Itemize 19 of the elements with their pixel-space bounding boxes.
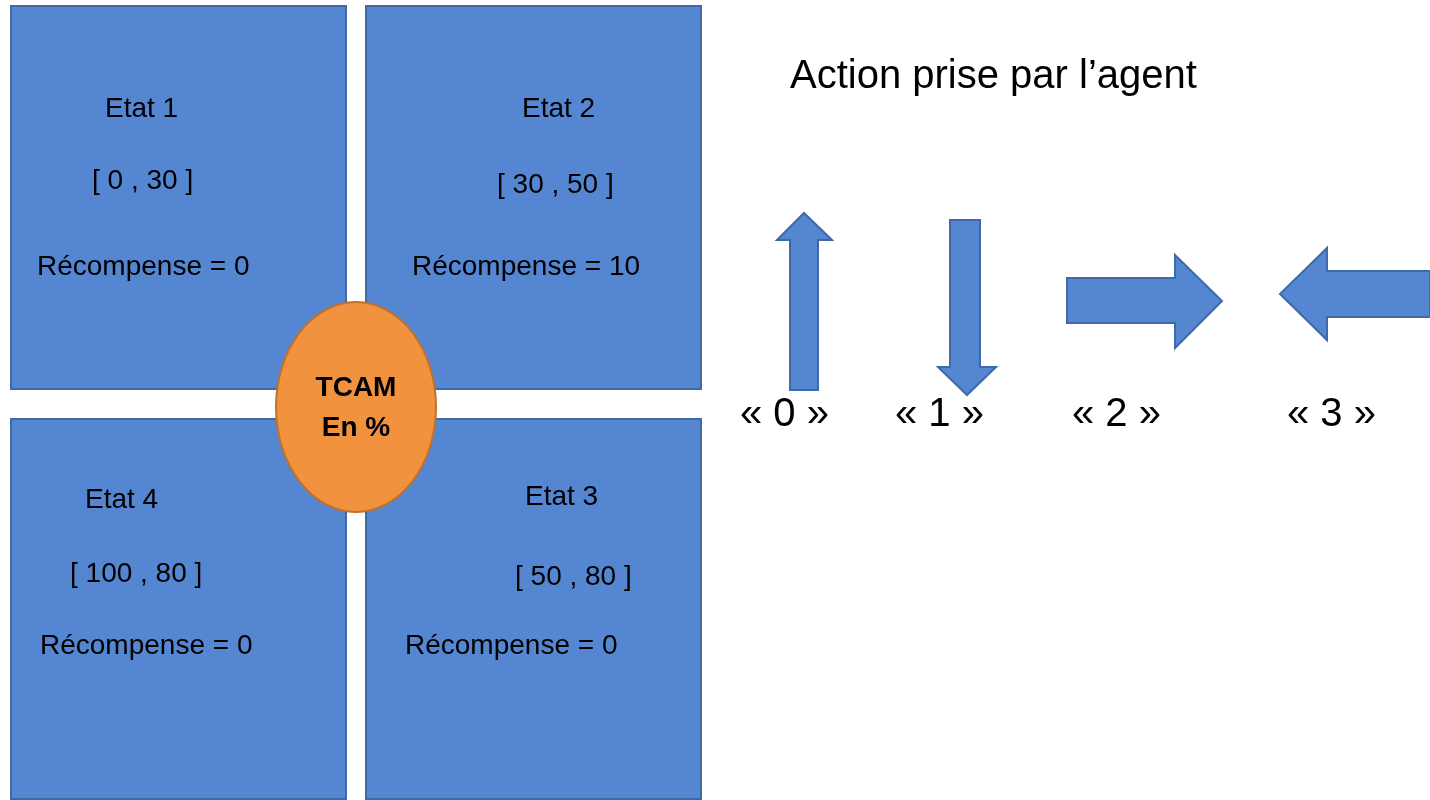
range-text: [ 50 , 80 ] <box>515 559 633 593</box>
reward-text: Récompense = 0 <box>37 249 251 283</box>
action-number: « 3 » <box>1287 389 1376 436</box>
reward-text: Récompense = 10 <box>412 249 642 283</box>
reward-text: Récompense = 0 <box>40 628 254 662</box>
ellipse-label: TCAM En % <box>314 370 398 444</box>
state-title: Etat 1 <box>105 91 180 125</box>
state-box <box>365 418 702 800</box>
reward-text: Récompense = 0 <box>405 628 619 662</box>
state-title: Etat 4 <box>85 482 160 516</box>
action-number: « 1 » <box>895 389 984 436</box>
range-text: [ 30 , 50 ] <box>497 167 615 201</box>
state-title: Etat 2 <box>522 91 597 125</box>
range-text: [ 0 , 30 ] <box>92 163 195 197</box>
action-number: « 2 » <box>1072 389 1161 436</box>
heading: Action prise par l’agent <box>790 51 1197 98</box>
range-text: [ 100 , 80 ] <box>70 556 204 590</box>
action-number: « 0 » <box>740 389 829 436</box>
state-title: Etat 3 <box>525 479 600 513</box>
